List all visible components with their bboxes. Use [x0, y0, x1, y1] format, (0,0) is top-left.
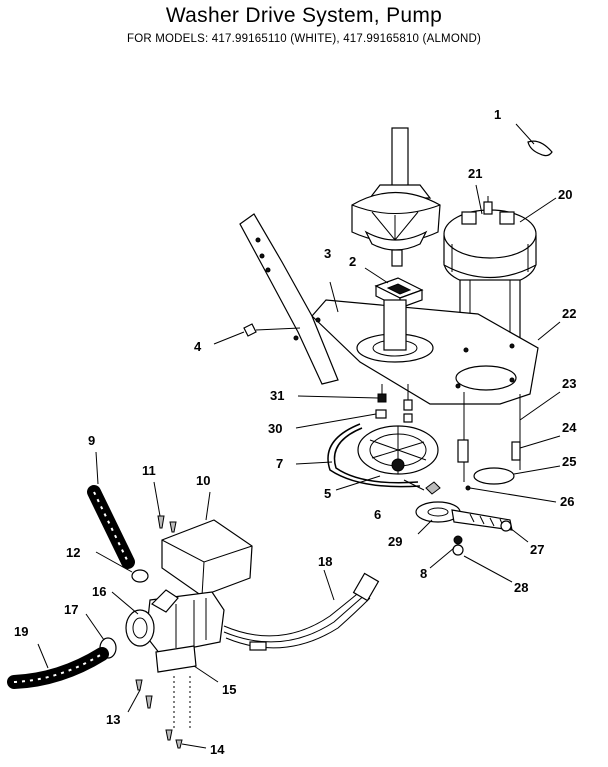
- part-22-mounting-plate: [311, 299, 561, 405]
- callout-17: 17: [64, 602, 78, 617]
- part-7-belt-and-pulley: [295, 423, 441, 495]
- callout-30: 30: [268, 421, 282, 436]
- callout-26: 26: [560, 494, 574, 509]
- part-3-leader: [329, 281, 339, 313]
- callout-25: 25: [562, 454, 576, 469]
- callout-29: 29: [388, 534, 402, 549]
- part-10-pump-cover: [161, 491, 253, 597]
- callout-16: 16: [92, 584, 106, 599]
- callout-3: 3: [324, 246, 331, 261]
- part-4-screw: [213, 323, 301, 345]
- callout-2: 2: [349, 254, 356, 269]
- callout-10: 10: [196, 473, 210, 488]
- callout-23: 23: [562, 376, 576, 391]
- callout-24: 24: [562, 420, 577, 435]
- part-13-14-screws: [127, 676, 207, 749]
- callout-19: 19: [14, 624, 28, 639]
- part-15-bracket: [155, 645, 219, 683]
- callout-11: 11: [142, 463, 156, 478]
- part-27-29-pulley-arm: [415, 501, 529, 583]
- part-16-pump: [111, 589, 225, 655]
- callout-4: 4: [194, 339, 202, 354]
- part-9-hose: [87, 451, 135, 569]
- callout-18: 18: [318, 554, 332, 569]
- callout-9: 9: [88, 433, 95, 448]
- callout-5: 5: [324, 486, 331, 501]
- callout-6: 6: [374, 507, 381, 522]
- callout-1: 1: [494, 107, 501, 122]
- part-30-31-fasteners: [295, 384, 413, 429]
- callout-20: 20: [558, 187, 572, 202]
- diagram-subtitle: FOR MODELS: 417.99165110 (WHITE), 417.99…: [126, 33, 482, 45]
- part-1-clip: [515, 123, 553, 157]
- callout-28: 28: [514, 580, 528, 595]
- callout-14: 14: [210, 742, 225, 757]
- callout-15: 15: [222, 682, 236, 697]
- callout-8: 8: [420, 566, 427, 581]
- part-19-hose: [7, 643, 109, 689]
- callout-7: 7: [276, 456, 283, 471]
- callout-13: 13: [106, 712, 120, 727]
- part-11-screw: [153, 481, 177, 533]
- callout-27: 27: [530, 542, 544, 557]
- part-12-clamp: [95, 551, 149, 583]
- callout-22: 22: [562, 306, 576, 321]
- support-bracket: [239, 213, 339, 385]
- callout-31: 31: [270, 388, 284, 403]
- transmission-assembly: [351, 127, 441, 267]
- part-18-wire-harness: [223, 569, 380, 651]
- callout-12: 12: [66, 545, 80, 560]
- callout-21: 21: [468, 166, 482, 181]
- diagram-title: Washer Drive System, Pump: [165, 4, 443, 27]
- part-23-26-hardware: [457, 391, 561, 503]
